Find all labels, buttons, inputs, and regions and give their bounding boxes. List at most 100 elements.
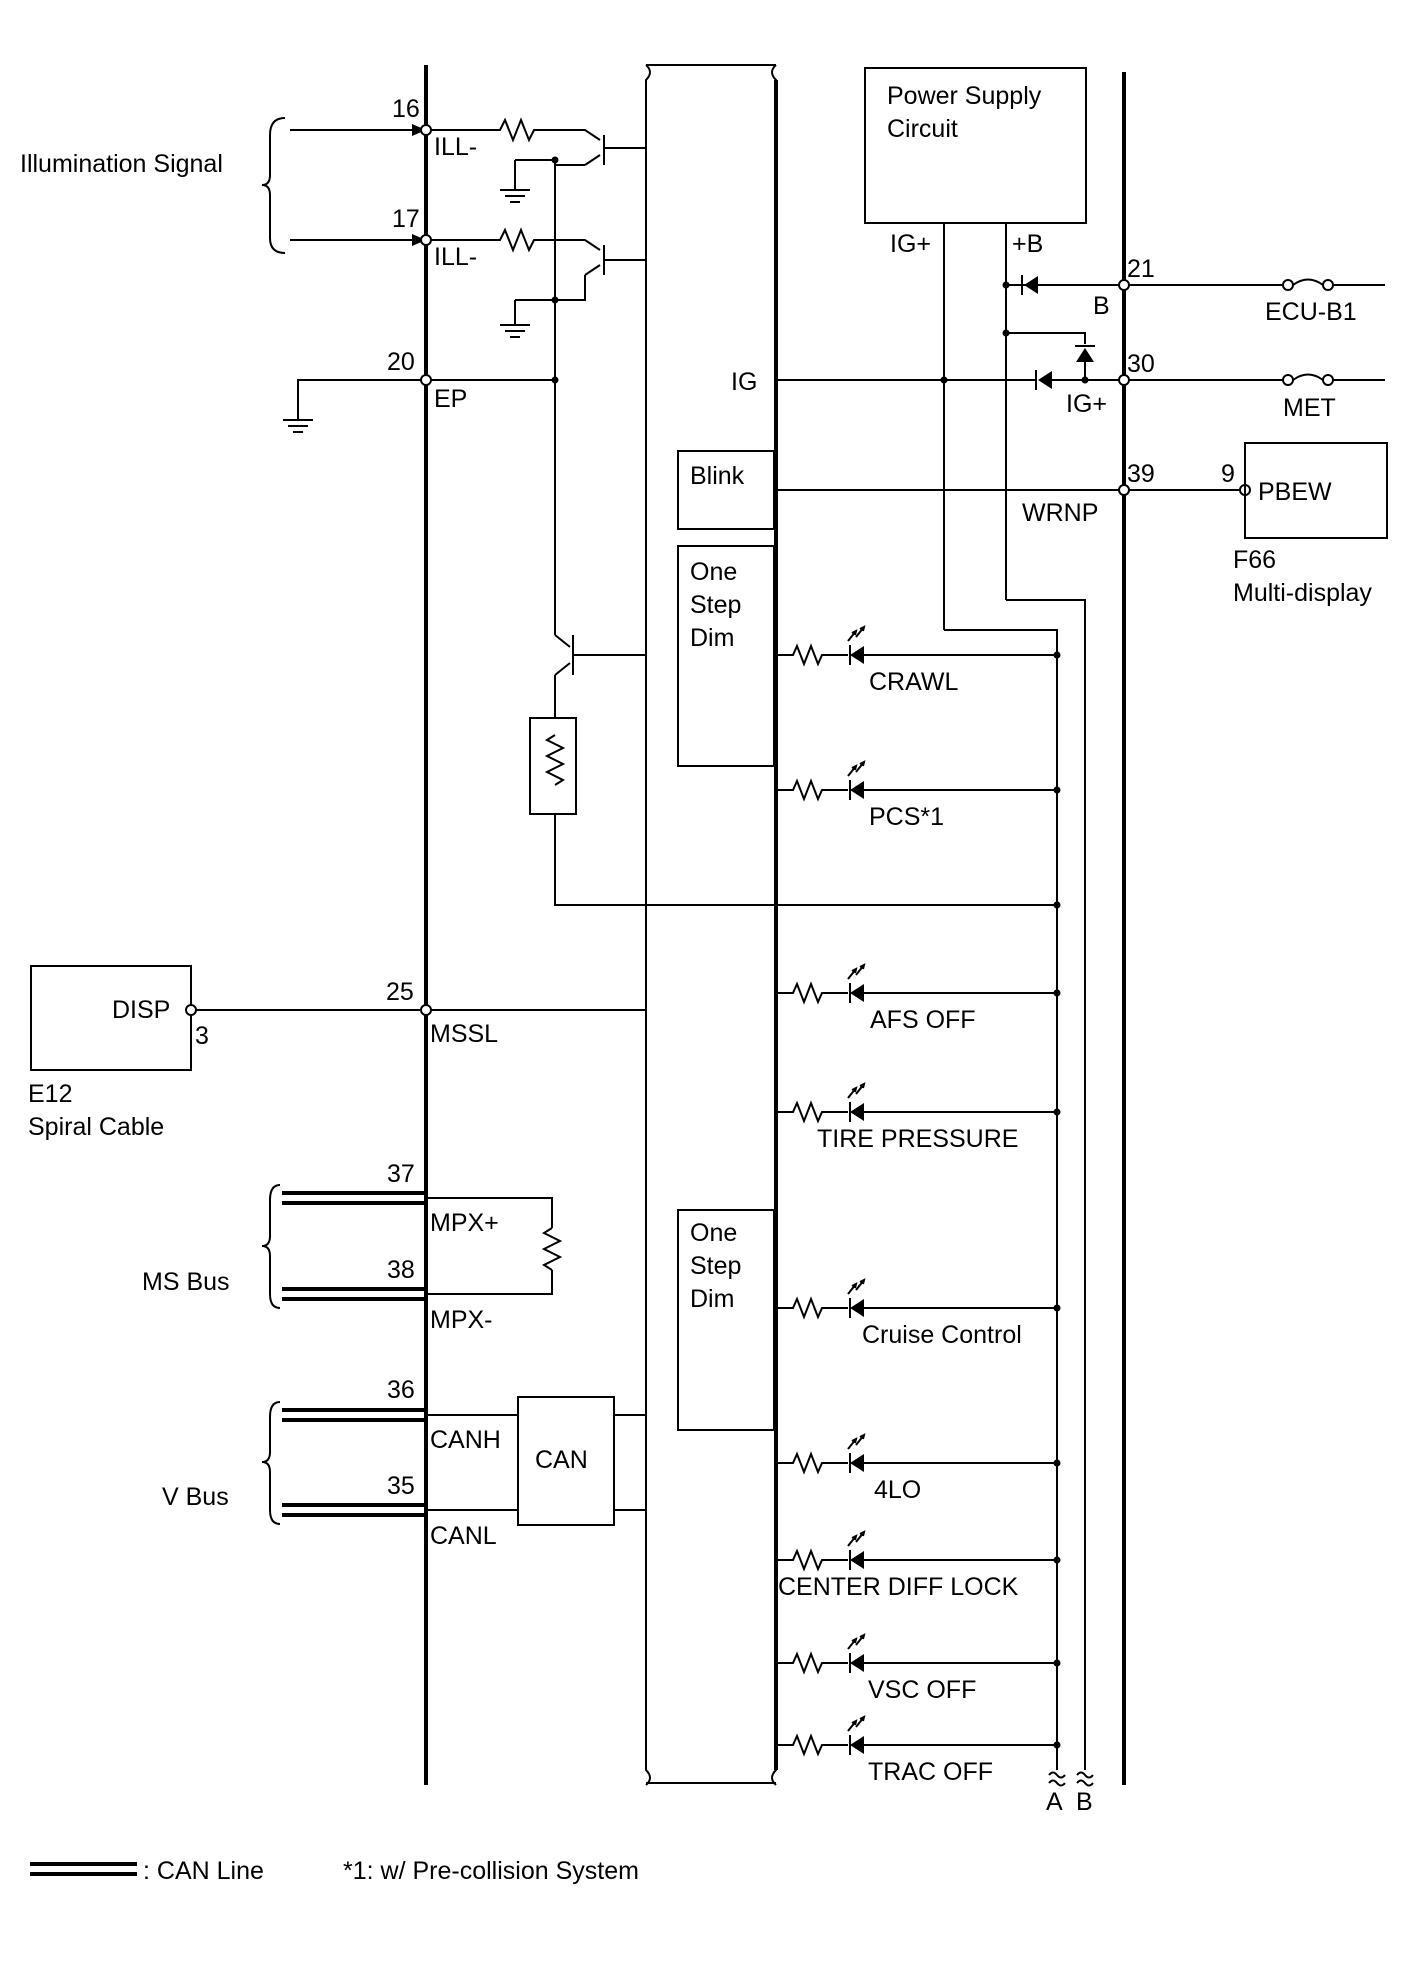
ms-bus-label: MS Bus	[142, 1268, 230, 1296]
pin-label-3: 3	[195, 1022, 209, 1050]
pbew-box	[1244, 442, 1388, 539]
lamp-led-rays-center-diff-lock	[847, 1530, 866, 1547]
bus-a-break	[1048, 1771, 1066, 1779]
indicator-label-4lo: 4LO	[874, 1476, 921, 1504]
ep-ground-wire	[297, 379, 421, 420]
lamp-led-rays-4lo	[847, 1433, 866, 1450]
lamp-junction-crawl	[1053, 651, 1061, 659]
mpx-minus-wire	[426, 1270, 553, 1295]
ill1-emitter-wire	[554, 164, 585, 240]
v-bus-label: V Bus	[162, 1483, 229, 1511]
power-supply-block	[864, 67, 1087, 224]
lamp-led-rays-afs-off	[847, 963, 866, 980]
pin-label-39: 39	[1127, 460, 1155, 488]
pin-label-38: 38	[387, 1256, 415, 1284]
indicator-label-cruise-control: Cruise Control	[862, 1321, 1022, 1349]
lamp-led-4lo	[850, 1454, 864, 1472]
lamp-resistor-pcs-1	[776, 778, 848, 802]
indicator-label-trac-off: TRAC OFF	[868, 1758, 993, 1786]
ill2-emitter	[584, 264, 601, 276]
pin-label-25: 25	[386, 978, 414, 1006]
legend-footnote: *1: w/ Pre-collision System	[343, 1857, 639, 1885]
e12-label: E12	[28, 1080, 72, 1108]
disp-box	[30, 965, 192, 1071]
multi-display-label: Multi-display	[1233, 579, 1372, 607]
pin-label-17: 17	[392, 205, 420, 233]
lamp-resistor-4lo	[776, 1451, 848, 1475]
one-step-dim-2-line2: Step	[690, 1252, 741, 1280]
one-step-dim-1-line1: One	[690, 558, 737, 586]
bus-a-break	[1048, 1779, 1066, 1787]
lamp-junction-trac-off	[1053, 1741, 1061, 1749]
illumination-brace	[261, 117, 286, 254]
terminal-ig-plus-right: IG+	[1066, 390, 1107, 418]
bus-b-wire	[1006, 599, 1086, 1770]
lamp-led-pcs-1	[850, 781, 864, 799]
ill1-arrow	[412, 124, 426, 136]
blink-label: Blink	[690, 462, 745, 490]
legend-can-line-label: : CAN Line	[143, 1857, 264, 1885]
mpx-terminator-resistor	[541, 1227, 563, 1271]
lamp-junction-pcs-1	[1053, 786, 1061, 794]
terminal-mpx-minus: MPX-	[430, 1306, 493, 1334]
fuse-ecu-b1	[1292, 278, 1324, 286]
one-step-dim-2-line1: One	[690, 1219, 737, 1247]
indicator-label-afs-off: AFS OFF	[870, 1006, 976, 1034]
illumination-return-wire	[554, 814, 1057, 906]
illumination-signal-label: Illumination Signal	[20, 150, 223, 178]
lamp-led-trac-off	[850, 1736, 864, 1754]
pin-label-36: 36	[387, 1376, 415, 1404]
bus-b-break	[1076, 1771, 1094, 1779]
ill2-emitter-wire	[555, 275, 586, 301]
one-step-dim-block-1	[677, 545, 775, 767]
bus-b-label: B	[1076, 1788, 1093, 1816]
can-block-label: CAN	[535, 1446, 588, 1474]
indicator-label-vsc-off: VSC OFF	[868, 1676, 976, 1704]
terminal-ep: EP	[434, 385, 467, 413]
terminal-mpx-plus: MPX+	[430, 1209, 499, 1237]
terminal-b: B	[1093, 292, 1110, 320]
fuse-end	[1282, 374, 1294, 386]
bus-b-break	[1076, 1779, 1094, 1787]
indicator-label-pcs-1: PCS*1	[869, 803, 944, 831]
pin-label-37: 37	[387, 1160, 415, 1188]
can-block	[517, 1396, 615, 1526]
terminal-canl: CANL	[430, 1522, 497, 1550]
lamp-led-vsc-off	[850, 1654, 864, 1672]
pin-17	[420, 234, 432, 246]
pin-label-21: 21	[1127, 255, 1155, 283]
bus-a-label: A	[1046, 1788, 1063, 1816]
lamp-resistor-tire-pressure	[776, 1100, 848, 1124]
disp-pin	[185, 1004, 197, 1016]
power-supply-line1: Power Supply	[887, 82, 1042, 110]
bus-a-wire	[944, 629, 1058, 1770]
one-step-dim-1-line3: Dim	[690, 624, 734, 652]
lamp-resistor-afs-off	[776, 981, 848, 1005]
junction-dot	[1002, 329, 1010, 337]
met-label: MET	[1283, 394, 1336, 422]
pin-label-30: 30	[1127, 350, 1155, 378]
blink-block	[677, 450, 775, 530]
lamp-led-afs-off	[850, 984, 864, 1002]
one-step-dim-block-2	[677, 1209, 775, 1431]
lamp-resistor-cruise-control	[776, 1296, 848, 1320]
lamp-junction-cruise-control	[1053, 1304, 1061, 1312]
lamp-led-rays-vsc-off	[847, 1633, 866, 1650]
v-bus-brace	[261, 1401, 281, 1525]
dim-resistor-box	[529, 717, 577, 815]
terminal-ill-minus-2: ILL-	[434, 243, 477, 271]
terminal-ig: IG	[731, 368, 757, 396]
one-step-dim-2-line3: Dim	[690, 1285, 734, 1313]
disp-label: DISP	[112, 996, 170, 1024]
lamp-led-cruise-control	[850, 1299, 864, 1317]
lamp-junction-tire-pressure	[1053, 1108, 1061, 1116]
indicator-label-center-diff-lock: CENTER DIFF LOCK	[778, 1573, 1019, 1601]
lamp-resistor-crawl	[776, 643, 848, 667]
indicator-label-tire-pressure: TIRE PRESSURE	[817, 1125, 1018, 1153]
pin-label-35: 35	[387, 1472, 415, 1500]
diode-ig	[1038, 371, 1052, 389]
lamp-resistor-center-diff-lock	[776, 1548, 848, 1572]
ecu-b1-label: ECU-B1	[1265, 298, 1357, 326]
fuse-met	[1292, 373, 1324, 381]
